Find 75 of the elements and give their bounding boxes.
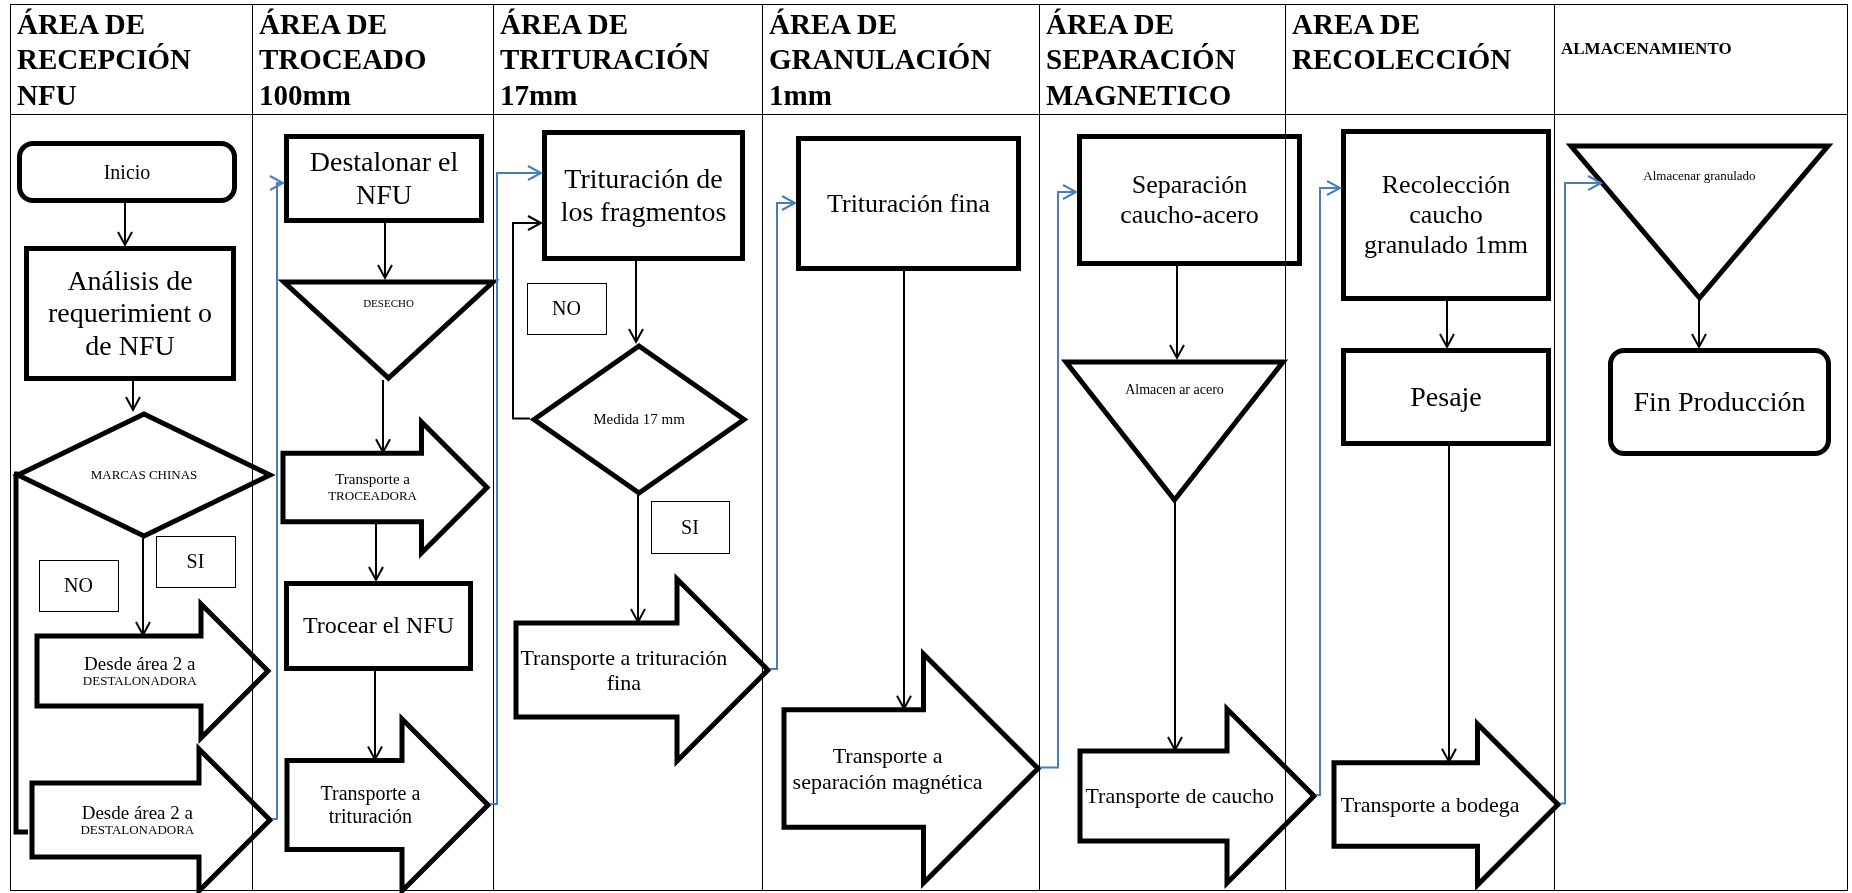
arrow (117, 201, 133, 246)
process-box (284, 581, 473, 671)
swimlane (762, 4, 1039, 891)
node-label: Pesaje (1410, 380, 1482, 414)
node-label: Desde área 2 a (81, 801, 193, 824)
arrow (1439, 299, 1455, 348)
lane-header: ÁREA DE SEPARACIÓN MAGNETICO (1046, 7, 1237, 113)
terminal-box (17, 141, 237, 203)
arrow (630, 494, 646, 623)
node-label: Recolección caucho granulado 1mm (1363, 170, 1529, 260)
node-label: DESTALONADORA (82, 674, 197, 690)
node-label: Inicio (103, 160, 151, 184)
lane-header: AREA DE RECOLECCIÓN (1292, 7, 1513, 78)
arrow (1167, 501, 1183, 751)
arrow (377, 221, 393, 279)
node-label: Transporte a (335, 471, 410, 489)
lane-header: ÁREA DE RECEPCIÓN NFU (17, 7, 192, 113)
branch-label-box (39, 560, 119, 612)
node-label: Separación caucho-acero (1119, 170, 1260, 230)
branch-label-box (156, 536, 236, 588)
node-label: MARCAS CHINAS (90, 467, 198, 483)
arrow (1441, 444, 1457, 763)
node-label: Trituración fina (827, 188, 990, 219)
arrow (489, 165, 542, 805)
node-label: Transporte a bodega (1340, 791, 1520, 818)
lane-header: ALMACENAMIENTO (1561, 39, 1733, 60)
arrow (896, 269, 912, 710)
arrow (125, 379, 141, 411)
node-label: Destalonar el NFU (308, 146, 460, 211)
process-box (1077, 134, 1302, 266)
arrow (1559, 175, 1603, 805)
node-label: SI (681, 515, 699, 539)
arrow (135, 537, 151, 636)
node-label: Medida 17 mm (593, 410, 685, 429)
node-label: Desde área 2 a (84, 652, 196, 675)
arrow (1039, 184, 1077, 769)
connector-line (12, 471, 28, 835)
process-box (796, 136, 1021, 271)
node-label: Transporte a trituración (319, 782, 422, 828)
node-label: Trituración de los fragmentos (559, 163, 728, 228)
terminal-box (1608, 348, 1831, 456)
arrow (1691, 299, 1707, 348)
branch-label-box (527, 283, 607, 335)
node-label: Almacen ar acero (1125, 382, 1224, 399)
arrow (375, 379, 391, 454)
process-box (24, 246, 236, 381)
node-label: DESTALONADORA (80, 823, 195, 839)
node-label: NO (552, 297, 581, 320)
arrow (628, 259, 644, 343)
node-label: Fin Producción (1633, 385, 1806, 419)
arrow (769, 195, 796, 670)
node-label: Transporte de caucho (1085, 783, 1275, 809)
node-label: Trocear el NFU (302, 612, 455, 640)
arrow (367, 669, 383, 761)
process-box (542, 130, 745, 261)
arrow (1315, 180, 1341, 796)
node-label: Análisis de requerimient o de NFU (46, 265, 214, 362)
node-label: NO (64, 574, 93, 597)
process-box (1341, 348, 1551, 446)
node-label: TROCEADORA (328, 488, 417, 504)
node-label: DESECHO (363, 297, 414, 310)
branch-label-box (651, 501, 730, 554)
lane-header: ÁREA DE GRANULACIÓN 1mm (769, 7, 993, 113)
node-label: Transporte a trituración fina (519, 644, 729, 696)
arrow (269, 175, 284, 820)
lane-header: ÁREA DE TRITURACIÓN 17mm (500, 7, 711, 113)
process-box (1341, 129, 1551, 301)
node-label: Transporte a separación magnética (791, 743, 984, 794)
swimlane (1554, 4, 1848, 891)
arrow (1169, 264, 1185, 359)
lane-header: ÁREA DE TROCEADO 100mm (259, 7, 428, 113)
arrow (512, 215, 542, 420)
node-label: SI (186, 550, 205, 573)
node-label: Almacenar granulado (1643, 168, 1756, 184)
process-box (284, 134, 484, 223)
